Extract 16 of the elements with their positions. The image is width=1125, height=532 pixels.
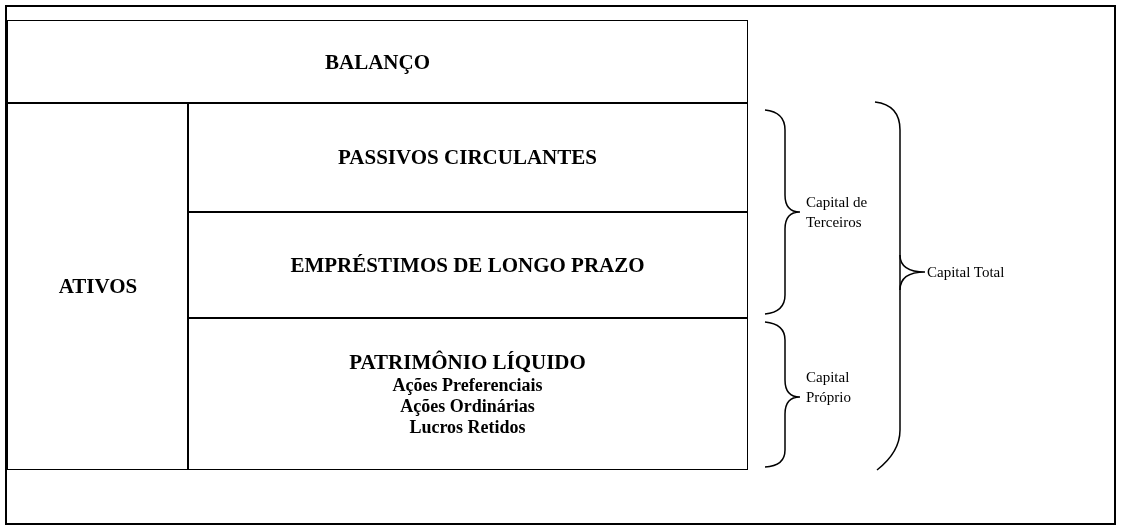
heading-text: PATRIMÔNIO LÍQUIDO — [349, 349, 586, 375]
item-text: Ações Preferenciais — [392, 374, 543, 396]
table-cell — [7, 102, 189, 470]
heading-text: ATIVOS — [58, 273, 138, 299]
item-text: Ações Ordinárias — [400, 395, 535, 417]
brace-label: Capital de Terceiros — [806, 193, 869, 232]
brace-label: Capital Próprio — [806, 368, 852, 407]
table-cell — [187, 211, 748, 319]
heading-text: PASSIVOS CIRCULANTES — [338, 145, 597, 170]
heading-text: EMPRÉSTIMOS DE LONGO PRAZO — [290, 252, 645, 278]
heading-text: BALANÇO — [325, 49, 430, 75]
table-cell — [187, 317, 748, 470]
table-cell — [187, 102, 748, 213]
table-header — [7, 20, 748, 104]
brace-label: Capital Total — [927, 263, 1006, 282]
item-text: Lucros Retidos — [409, 416, 526, 438]
